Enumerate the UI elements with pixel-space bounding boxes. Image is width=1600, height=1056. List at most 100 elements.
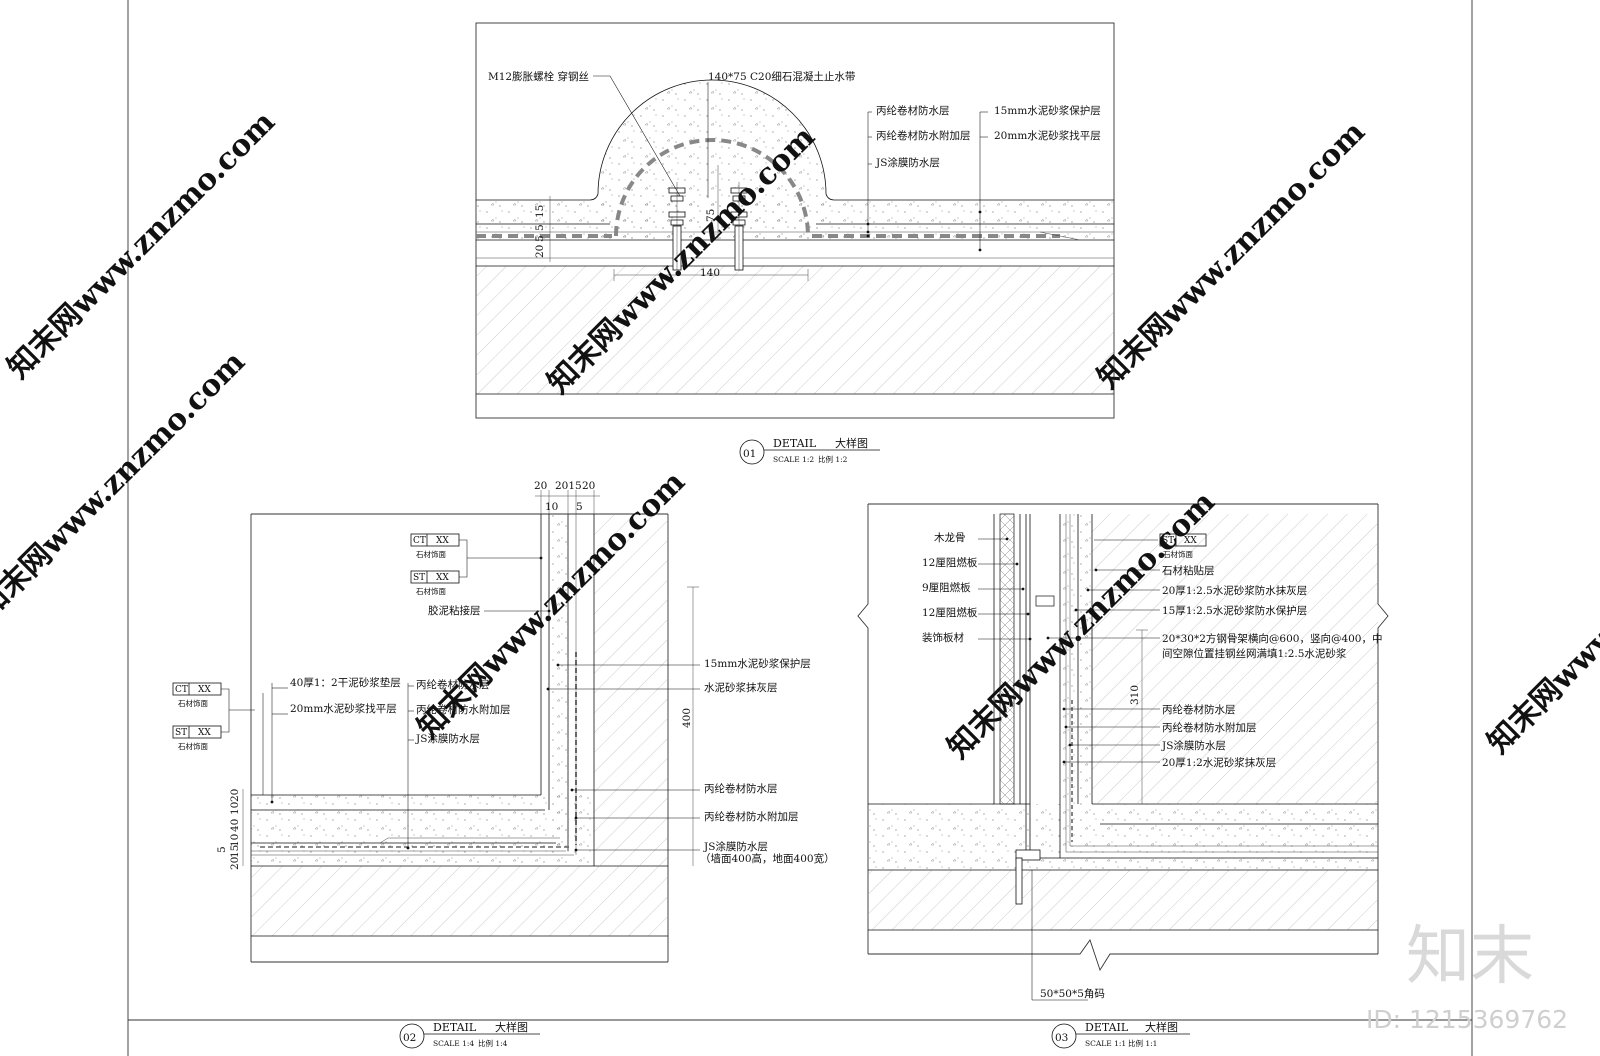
brand-watermark: 知末 xyxy=(1406,920,1534,994)
svg-text:石材饰面: 石材饰面 xyxy=(416,549,446,559)
detail-03: 50*50*5角码 310 木龙骨 12厘阻燃板 9厘阻燃板 12厘阻燃板 装饰… xyxy=(857,503,1389,1049)
svg-text:丙纶卷材防水层: 丙纶卷材防水层 xyxy=(704,782,778,795)
detail-02-wall xyxy=(594,514,668,866)
svg-text:SCALE 1:2: SCALE 1:2 xyxy=(773,455,814,464)
detail-02-wall-tag-st: ST XX 石材饰面 xyxy=(410,570,460,596)
svg-text:SCALE 1:1: SCALE 1:1 xyxy=(1085,1039,1126,1048)
label-level-layer: 20mm水泥砂浆找平层 xyxy=(290,702,397,715)
detail-02-floor-slab xyxy=(251,866,668,936)
svg-text:10: 10 xyxy=(229,834,241,847)
label-membrane: 丙纶卷材防水层 xyxy=(876,104,950,117)
detail-02-wall-tag-ct: CT XX 石材饰面 xyxy=(410,533,460,559)
detail-02: 20 2015 20 10 5 400 20 10 40 10 15 5 20 … xyxy=(172,480,835,1049)
svg-text:ST: ST xyxy=(413,573,425,583)
detail-03-number: 03 xyxy=(1055,1032,1068,1044)
svg-text:12厘阻燃板: 12厘阻燃板 xyxy=(922,556,978,569)
svg-text:XX: XX xyxy=(1184,536,1197,546)
svg-text:SCALE 1:4: SCALE 1:4 xyxy=(433,1039,474,1048)
svg-text:石材饰面: 石材饰面 xyxy=(178,741,208,751)
svg-text:木龙骨: 木龙骨 xyxy=(934,531,966,544)
svg-text:10: 10 xyxy=(229,802,241,815)
svg-text:DETAIL: DETAIL xyxy=(1085,1021,1129,1034)
detail-03-floor-slab xyxy=(868,870,1378,930)
detail-03-wall xyxy=(1092,514,1378,804)
svg-text:比例 1:2: 比例 1:2 xyxy=(818,454,848,464)
detail-03-frame xyxy=(857,503,1389,972)
dim-400: 400 xyxy=(681,708,693,728)
label-dry-mortar: 40厚1：2干泥砂浆垫层 xyxy=(290,676,401,689)
dim-75: 75 xyxy=(705,209,717,222)
svg-text:2015: 2015 xyxy=(555,480,582,492)
svg-text:ST: ST xyxy=(1162,536,1174,546)
detail-02-frame xyxy=(250,513,669,963)
svg-text:丙纶卷材防水层: 丙纶卷材防水层 xyxy=(416,678,490,691)
svg-text:15: 15 xyxy=(534,205,546,218)
svg-text:ST: ST xyxy=(175,728,187,738)
svg-text:CT: CT xyxy=(175,685,188,695)
svg-text:JS涂膜防水层: JS涂膜防水层 xyxy=(415,732,480,745)
svg-text:XX: XX xyxy=(436,573,449,583)
watermark-text: 知末网www.znzmo.com xyxy=(1,104,282,385)
detail-01-number: 01 xyxy=(743,448,756,460)
label-js-coating: JS涂膜防水层 xyxy=(875,156,940,169)
svg-text:15: 15 xyxy=(229,845,241,858)
svg-text:大样图: 大样图 xyxy=(835,436,868,450)
svg-text:12厘阻燃板: 12厘阻燃板 xyxy=(922,606,978,619)
watermark-text: 知末网www.znzmo.com xyxy=(0,344,252,625)
svg-text:20: 20 xyxy=(534,245,546,258)
svg-text:丙纶卷材防水附加层: 丙纶卷材防水附加层 xyxy=(1162,721,1257,734)
svg-text:石材饰面: 石材饰面 xyxy=(178,698,208,708)
watermark-text: 知末网www.znzmo.com xyxy=(1481,479,1600,760)
svg-text:20*30*2方钢骨架横向@600，竖向@400，中: 20*30*2方钢骨架横向@600，竖向@400，中 xyxy=(1162,632,1382,645)
detail-02-floor-tag-ct: CT XX 石材饰面 xyxy=(172,682,222,708)
detail-03-left-labels: 木龙骨 12厘阻燃板 9厘阻燃板 12厘阻燃板 装饰板材 xyxy=(922,531,1032,644)
label-mortar-level: 20mm水泥砂浆找平层 xyxy=(994,129,1101,142)
svg-text:20厚1:2水泥砂浆抹灰层: 20厚1:2水泥砂浆抹灰层 xyxy=(1162,756,1276,769)
svg-text:装饰板材: 装饰板材 xyxy=(922,631,964,644)
detail-01-title: 01 DETAIL 大样图 SCALE 1:2 比例 1:2 xyxy=(739,436,880,465)
detail-01: 140 75 15 5 5 20 M12膨胀螺栓 穿钢丝 140*75 C20细… xyxy=(475,22,1115,465)
svg-text:DETAIL: DETAIL xyxy=(433,1021,477,1034)
svg-text:5: 5 xyxy=(534,224,546,231)
anchor-bolt-right xyxy=(730,182,748,271)
svg-text:石材粘贴层: 石材粘贴层 xyxy=(1162,564,1215,577)
svg-text:XX: XX xyxy=(198,728,211,738)
label-water-stop: 140*75 C20细石混凝土止水带 xyxy=(708,70,855,83)
svg-text:JS涂膜防水层: JS涂膜防水层 xyxy=(1161,739,1226,752)
detail-03-timber-keel xyxy=(999,513,1015,805)
svg-text:15厚1:2.5水泥砂浆防水保护层: 15厚1:2.5水泥砂浆防水保护层 xyxy=(1162,604,1307,617)
svg-text:5: 5 xyxy=(576,501,583,513)
watermark-text: 知末网www.znzmo.com xyxy=(1091,114,1372,395)
detail-02-floor-tag-st: ST XX 石材饰面 xyxy=(172,725,222,751)
svg-text:大样图: 大样图 xyxy=(1145,1020,1178,1034)
sheet-border xyxy=(127,0,1473,1056)
svg-text:40: 40 xyxy=(229,819,241,832)
svg-text:10: 10 xyxy=(545,501,558,513)
svg-text:5: 5 xyxy=(534,235,546,242)
svg-text:20: 20 xyxy=(582,480,595,492)
detail-03-angle-bracket xyxy=(1015,849,1088,1001)
svg-text:水泥砂浆抹灰层: 水泥砂浆抹灰层 xyxy=(704,681,778,694)
svg-text:20厚1:2.5水泥砂浆防水抹灰层: 20厚1:2.5水泥砂浆防水抹灰层 xyxy=(1162,584,1307,597)
svg-text:石材饰面: 石材饰面 xyxy=(416,586,446,596)
svg-text:比例 1:1: 比例 1:1 xyxy=(1128,1038,1157,1048)
label-angle-code: 50*50*5角码 xyxy=(1040,988,1105,1000)
svg-text:（墙面400高，地面400宽）: （墙面400高，地面400宽） xyxy=(700,852,835,865)
svg-text:15mm水泥砂浆保护层: 15mm水泥砂浆保护层 xyxy=(704,657,811,670)
id-watermark: ID: 1215369762 xyxy=(1366,1005,1568,1034)
detail-03-right-labels: 石材粘贴层 20厚1:2.5水泥砂浆防水抹灰层 15厚1:2.5水泥砂浆防水保护… xyxy=(1046,564,1382,769)
label-membrane-extra: 丙纶卷材防水附加层 xyxy=(876,129,971,142)
svg-text:9厘阻燃板: 9厘阻燃板 xyxy=(922,581,971,594)
svg-text:XX: XX xyxy=(436,536,449,546)
svg-text:间空隙位置挂钢丝网满填1:2.5水泥砂浆: 间空隙位置挂钢丝网满填1:2.5水泥砂浆 xyxy=(1162,647,1347,660)
svg-text:大样图: 大样图 xyxy=(495,1020,528,1034)
detail-03-tag-st: ST XX 石材饰面 xyxy=(1159,533,1207,559)
svg-text:5: 5 xyxy=(216,846,228,853)
dim-140: 140 xyxy=(700,267,720,279)
svg-text:XX: XX xyxy=(198,685,211,695)
svg-text:20: 20 xyxy=(229,789,241,802)
label-glue: 胶泥粘接层 xyxy=(428,604,481,617)
svg-text:20: 20 xyxy=(229,857,241,870)
